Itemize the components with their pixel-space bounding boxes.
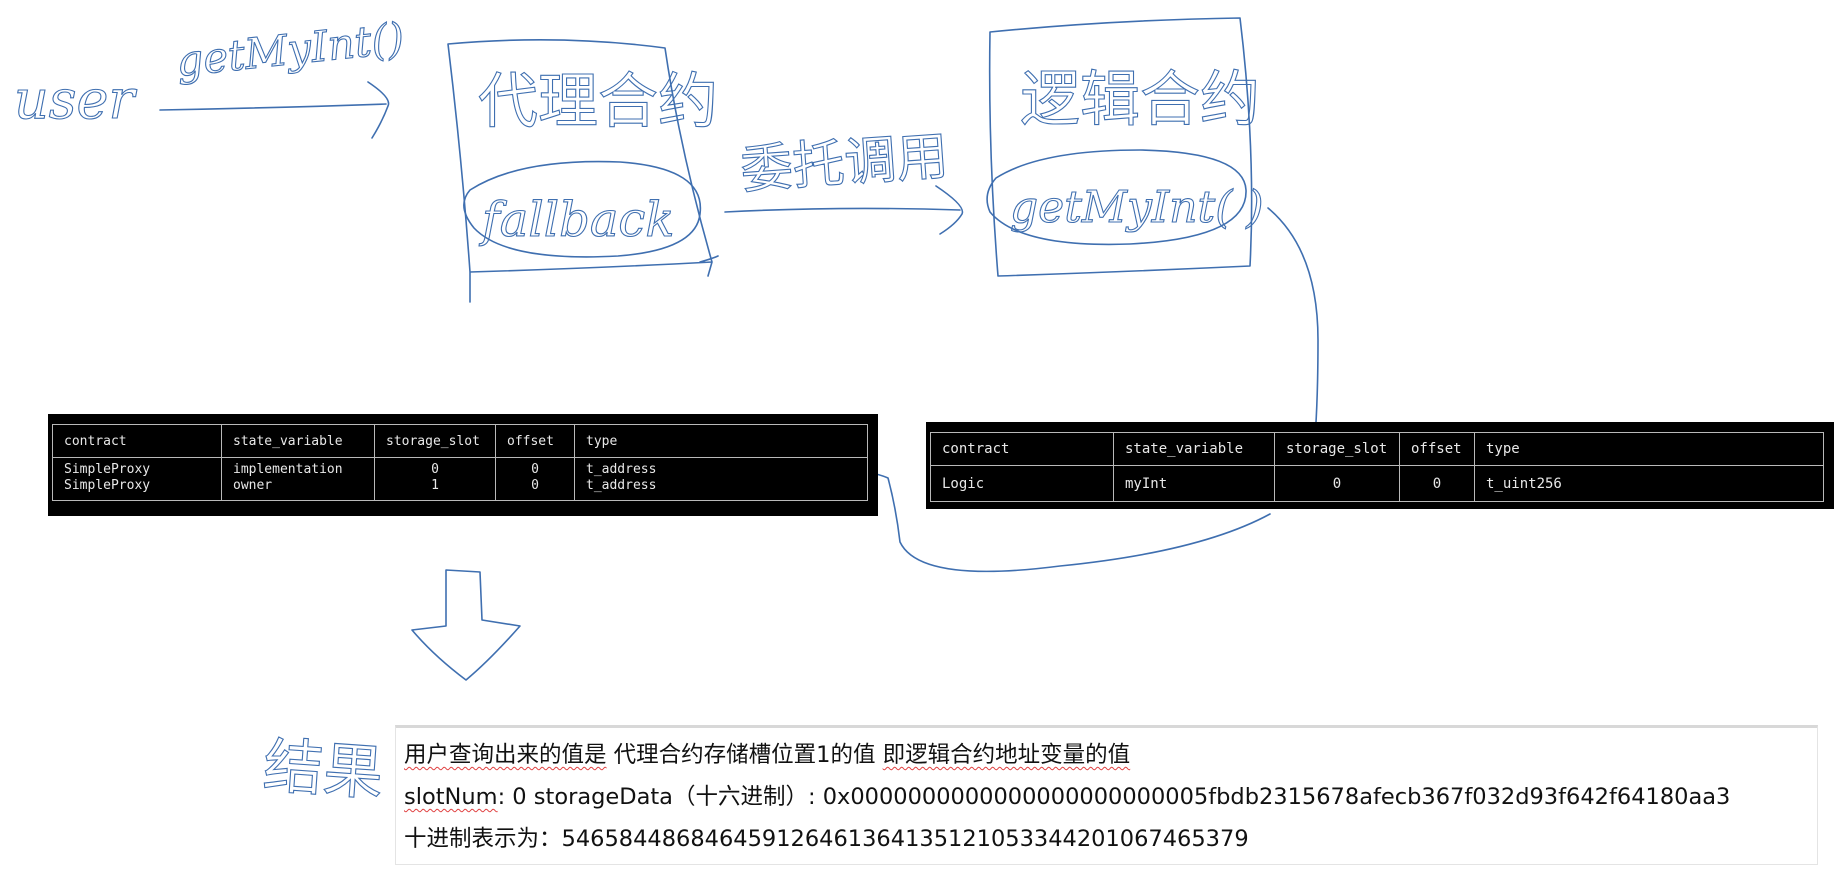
proxy-storage-table: contract state_variable storage_slot off… [52,424,868,501]
column-header: state_variable [221,424,375,458]
column-header: type [574,424,868,458]
table-cell: 0 [431,462,439,477]
result-text: 十进制表示为：546584486846459126461364135121053… [404,826,1249,852]
proxy-contract-label: 代理合约 [478,67,718,137]
table-cell: 1 [431,478,439,493]
table-cell: t_address [586,462,657,477]
result-line-2: slotNum: 0 storageData（十六进制）: 0x00000000… [404,782,1817,824]
call-label: getMyInt() [174,13,407,86]
table-cell: myInt [1113,465,1275,502]
table-cell: implementation [233,462,343,477]
logic-function-label: getMyInt( ) [1010,182,1264,233]
column-header: offset [1399,432,1475,466]
result-line-3: 十进制表示为：546584486846459126461364135121053… [404,824,1817,864]
logic-contract-label: 逻辑合约 [1020,65,1260,135]
result-text: slotNum [404,784,498,810]
result-text: 代理合约存储槽位置1的值 [613,742,876,768]
result-line-1: 用户查询出来的值是 代理合约存储槽位置1的值 即逻辑合约地址变量的值 [404,740,1817,782]
column-header: storage_slot [1274,432,1400,466]
table-cell: Logic [930,465,1114,502]
logic-function-ellipse [986,149,1247,246]
table-cell: 0 [1399,465,1475,502]
table-cell: SimpleProxy [64,478,151,493]
table-cell: 0 [531,462,539,477]
table-cell: t_uint256 [1474,465,1824,502]
column-header: contract [52,424,222,458]
user-label: user [14,68,137,131]
table-cell: owner [233,478,273,493]
fallback-label: fallback [479,192,674,248]
logic-storage-table-screenshot: contract state_variable storage_slot off… [926,422,1834,509]
column-header: type [1474,432,1824,466]
column-header: offset [495,424,575,458]
logic-storage-table: contract state_variable storage_slot off… [930,432,1824,502]
table-header-row: contract state_variable storage_slot off… [930,432,1824,466]
result-down-arrow [411,569,521,681]
table-cell: SimpleProxy [64,462,151,477]
call-arrow [159,81,390,139]
result-text: 即逻辑合约地址变量的值 [882,742,1131,768]
delegate-call-label: 委托调用 [739,127,951,201]
result-text: 用户查询出来的值是 [404,742,607,768]
result-text: : 0 storageData（十六进制）: 0x000000000000000… [497,784,1731,810]
proxy-contract-box [447,39,719,303]
delegate-call-arrow [724,185,964,235]
return-path-arrow [797,207,1325,573]
table-cell: t_address [586,478,657,493]
table-cell: 0 [531,478,539,493]
table-header-row: contract state_variable storage_slot off… [52,424,868,458]
table-row: SimpleProxy SimpleProxy implementation o… [52,457,868,501]
column-header: state_variable [1113,432,1275,466]
fallback-ellipse [463,160,702,258]
column-header: contract [930,432,1114,466]
logic-contract-box [988,17,1253,277]
result-text-box: 用户查询出来的值是 代理合约存储槽位置1的值 即逻辑合约地址变量的值 slotN… [395,725,1818,865]
column-header: storage_slot [374,424,496,458]
proxy-storage-table-screenshot: contract state_variable storage_slot off… [48,414,878,516]
table-cell: 0 [1274,465,1400,502]
table-row: Logic myInt 0 0 t_uint256 [930,465,1824,502]
